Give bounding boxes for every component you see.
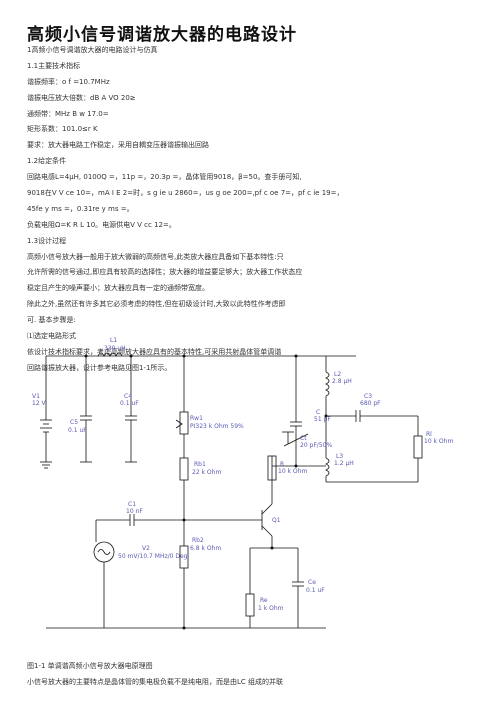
label-C: C: [316, 409, 320, 416]
text-line: 通频带：MHz B w 17.0=: [27, 109, 109, 118]
text-line: 允许所需的信号通过,即应具有较高的选择性；放大器的增益要足够大；放大器工作状态应: [27, 268, 303, 277]
value-Re: 1 k Ohm: [258, 605, 284, 612]
text-line: 9018在V V ce 10=，mA I E 2=时，s g ie u 2860…: [27, 189, 344, 198]
text-line: 1.1主要技术指标: [27, 61, 81, 70]
label-C5: C5: [70, 419, 78, 426]
value-RL: 10 k Ohm: [424, 438, 453, 445]
text-line: 1.3设计过程: [27, 236, 67, 245]
text-line: 稳定且产生的噪声要小；放大器应具有一定的通频带宽度。: [27, 284, 209, 293]
label-L2: L2: [334, 371, 341, 378]
value-C5: 0.1 uF: [68, 427, 87, 434]
value-C4: 0.1 uF: [120, 400, 139, 407]
page-title: 高频小信号调谐放大器的电路设计: [27, 25, 297, 45]
value-Rb1: 22 k Ohm: [192, 469, 221, 476]
value-L1: 330 uH: [104, 345, 126, 352]
text-line: 除此之外,虽然还有许多其它必须考虑的特性,但在初级设计时,大致以此特性作考虑即: [27, 300, 286, 309]
value-Ce: 0.1 uF: [306, 587, 325, 594]
text-line: 负载电阻Ω=K R L 10。电源供电V V cc 12=。: [27, 220, 176, 229]
value-R: 10 k Ohm: [278, 468, 307, 475]
label-Rb2: Rb2: [192, 537, 204, 544]
label-L3: L3: [336, 453, 343, 460]
figure-caption: 图1-1 单调谐高频小信号放大器电原理图: [27, 662, 153, 670]
label-L1: L1: [110, 337, 117, 344]
circuit-diagram: L1 330 uH V1 12 V C5 0.1 uF C4 0.1 uF Rw…: [32, 337, 453, 630]
label-Rw1: Rw1: [190, 415, 203, 422]
text-line: 谐振电压放大倍数：dB A VO 20≥: [27, 93, 136, 102]
label-RL: Rl: [426, 431, 432, 438]
value-C: 51 pF: [314, 416, 331, 423]
label-V1: V1: [32, 393, 40, 400]
value-Rb2: 6.8 k Ohm: [190, 545, 221, 552]
value-Ct: 20 pF/50%: [300, 442, 332, 449]
text-line: 谐振频率：o f =10.7MHz: [27, 77, 110, 86]
value-V2: 50 mV/10.7 MHz/0 Deg: [118, 553, 188, 560]
label-C1: C1: [128, 501, 136, 508]
text-line: 要求：放大器电路工作稳定，采用自耦变压器谐振输出回路: [27, 141, 209, 150]
label-R: R: [280, 461, 284, 468]
value-C3: 680 pF: [360, 400, 381, 407]
text-line: 1高频小信号调谐放大器的电路设计与仿真: [27, 46, 158, 54]
text-line: 矩形系数：101.0≤r K: [27, 125, 98, 134]
text-line: 回路电感L=4μH, 0100Q =，11p =，20.3p =，晶体管用901…: [27, 173, 302, 182]
label-Re: Re: [260, 597, 268, 604]
text-line: 高频小信号放大器一般用于放大微弱的高频信号,此类放大器应具备如下基本特性:只: [27, 252, 284, 261]
text-line: 小信号放大器的主要特点是晶体管的集电极负载不是纯电阻，而是由LC 组成的并联: [27, 678, 284, 686]
value-L2: 2.8 μH: [332, 378, 352, 385]
text-line: 45fe y ms =，0.31re y ms =。: [27, 204, 134, 213]
value-L3: 1.2 μH: [334, 460, 354, 467]
text-line: 可. 基本步骤是:: [27, 316, 76, 325]
text-line: 回路谐振放大器，设计参考电路见图1-1所示。: [27, 363, 172, 372]
value-Rw1: PI323 k Ohm 59%: [190, 423, 244, 430]
label-C4: C4: [124, 393, 132, 400]
body-text: 1高频小信号调谐放大器的电路设计与仿真 1.1主要技术指标 谐振频率：o f =…: [27, 46, 487, 380]
label-Ct: Ct: [300, 435, 307, 442]
label-Q1: Q1: [272, 517, 281, 524]
footer-text: 图1-1 单调谐高频小信号放大器电原理图 小信号放大器的主要特点是晶体管的集电极…: [27, 662, 487, 694]
text-line: 1.2给定条件: [27, 157, 67, 166]
text-line: ⑴选定电路形式: [27, 332, 76, 341]
label-Ce: Ce: [308, 579, 316, 586]
label-Rb1: Rb1: [194, 461, 206, 468]
label-C3: C3: [364, 393, 372, 400]
value-C1: 10 nF: [126, 508, 143, 515]
label-V2: V2: [142, 545, 150, 552]
text-line: 依设计技术指标要求，考虑高频放大器应具有的基本特性,可采用共射晶体管单调谐: [27, 347, 282, 356]
value-V1: 12 V: [32, 400, 47, 407]
